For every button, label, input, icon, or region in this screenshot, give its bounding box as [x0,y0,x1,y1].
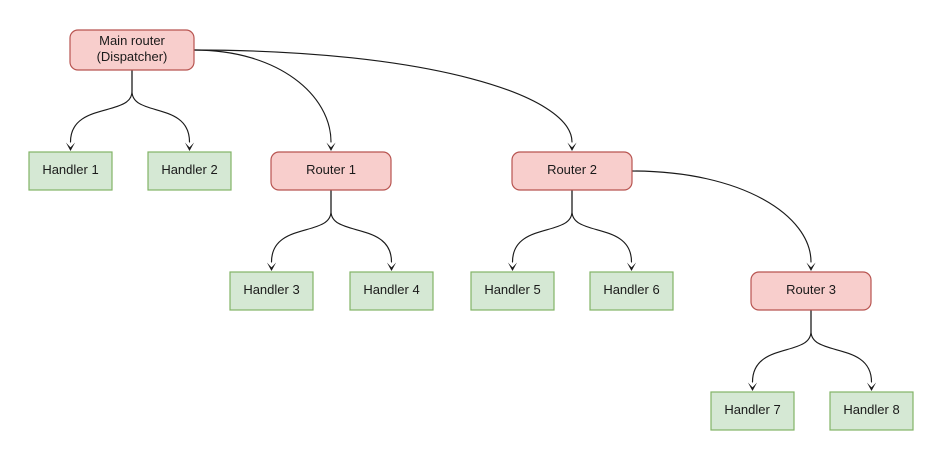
node-router-3[interactable]: Router 3 [750,271,872,311]
arrow-head-icon [386,262,397,271]
node-main-router[interactable]: Main router(Dispatcher) [69,29,195,71]
edge-router-2-to-handler-6 [571,189,637,271]
node-handler-4[interactable]: Handler 4 [349,271,434,311]
arrow-head-icon [184,142,195,151]
arrow-head-icon [747,382,758,391]
edge-main-to-router-2-path [193,49,573,143]
node-layer: Main router(Dispatcher) Handler 1 Handler … [28,29,914,431]
edge-main-to-handler-1 [65,69,133,151]
node-label-handler-1: Handler 1 [42,162,98,177]
edge-layer [65,49,877,391]
node-router-2[interactable]: Router 2 [511,151,633,191]
node-label-handler-5: Handler 5 [484,282,540,297]
edge-main-to-handler-2-path [131,69,191,143]
edge-router-3-to-handler-7 [747,309,812,391]
node-handler-2[interactable]: Handler 2 [147,151,232,191]
edge-router-2-to-router-3-path [631,170,812,263]
node-handler-8[interactable]: Handler 8 [829,391,914,431]
edge-router-3-to-handler-7-path [751,309,812,383]
node-label-handler-2: Handler 2 [161,162,217,177]
arrow-head-icon [326,142,336,151]
edge-main-to-router-1 [193,49,336,151]
edge-router-3-to-handler-8-path [810,309,873,383]
edge-main-to-router-1-path [193,49,332,143]
arrow-head-icon [626,262,637,271]
arrow-head-icon [806,262,816,271]
node-box-router-1[interactable] [270,151,392,191]
node-label-handler-4: Handler 4 [363,282,419,297]
arrow-head-icon [65,142,76,151]
arrow-head-icon [507,262,518,271]
edge-main-to-router-2 [193,49,577,151]
edge-router-1-to-handler-3-path [270,189,332,263]
node-handler-6[interactable]: Handler 6 [589,271,674,311]
node-box-router-2[interactable] [511,151,633,191]
node-box-handler-1[interactable] [28,151,113,191]
edge-router-2-to-router-3 [631,170,816,271]
edge-router-2-to-handler-5 [507,189,573,271]
node-label-router-1: Router 1 [306,162,356,177]
node-router-1[interactable]: Router 1 [270,151,392,191]
node-label-main-router: Main router(Dispatcher) [97,33,168,64]
arrow-head-icon [567,142,577,151]
node-label-router-2: Router 2 [547,162,597,177]
node-label-handler-8: Handler 8 [843,402,899,417]
node-box-handler-7[interactable] [710,391,795,431]
node-handler-5[interactable]: Handler 5 [470,271,555,311]
node-handler-1[interactable]: Handler 1 [28,151,113,191]
node-box-handler-3[interactable] [229,271,314,311]
node-label-router-3: Router 3 [786,282,836,297]
edge-router-1-to-handler-4-path [330,189,393,263]
node-box-handler-8[interactable] [829,391,914,431]
arrow-head-icon [866,382,877,391]
edge-router-2-to-handler-6-path [571,189,633,263]
edge-main-to-handler-1-path [69,69,133,143]
node-label-handler-7: Handler 7 [724,402,780,417]
arrow-head-icon [266,262,277,271]
node-handler-7[interactable]: Handler 7 [710,391,795,431]
node-handler-3[interactable]: Handler 3 [229,271,314,311]
edge-router-1-to-handler-4 [330,189,397,271]
edge-router-2-to-handler-5-path [511,189,573,263]
node-label-handler-3: Handler 3 [243,282,299,297]
node-box-handler-4[interactable] [349,271,434,311]
node-box-handler-5[interactable] [470,271,555,311]
node-box-main-router[interactable] [69,29,195,71]
edge-router-3-to-handler-8 [810,309,877,391]
edge-main-to-handler-2 [131,69,195,151]
node-box-handler-6[interactable] [589,271,674,311]
edge-router-1-to-handler-3 [266,189,332,271]
node-label-handler-6: Handler 6 [603,282,659,297]
node-box-handler-2[interactable] [147,151,232,191]
node-box-router-3[interactable] [750,271,872,311]
